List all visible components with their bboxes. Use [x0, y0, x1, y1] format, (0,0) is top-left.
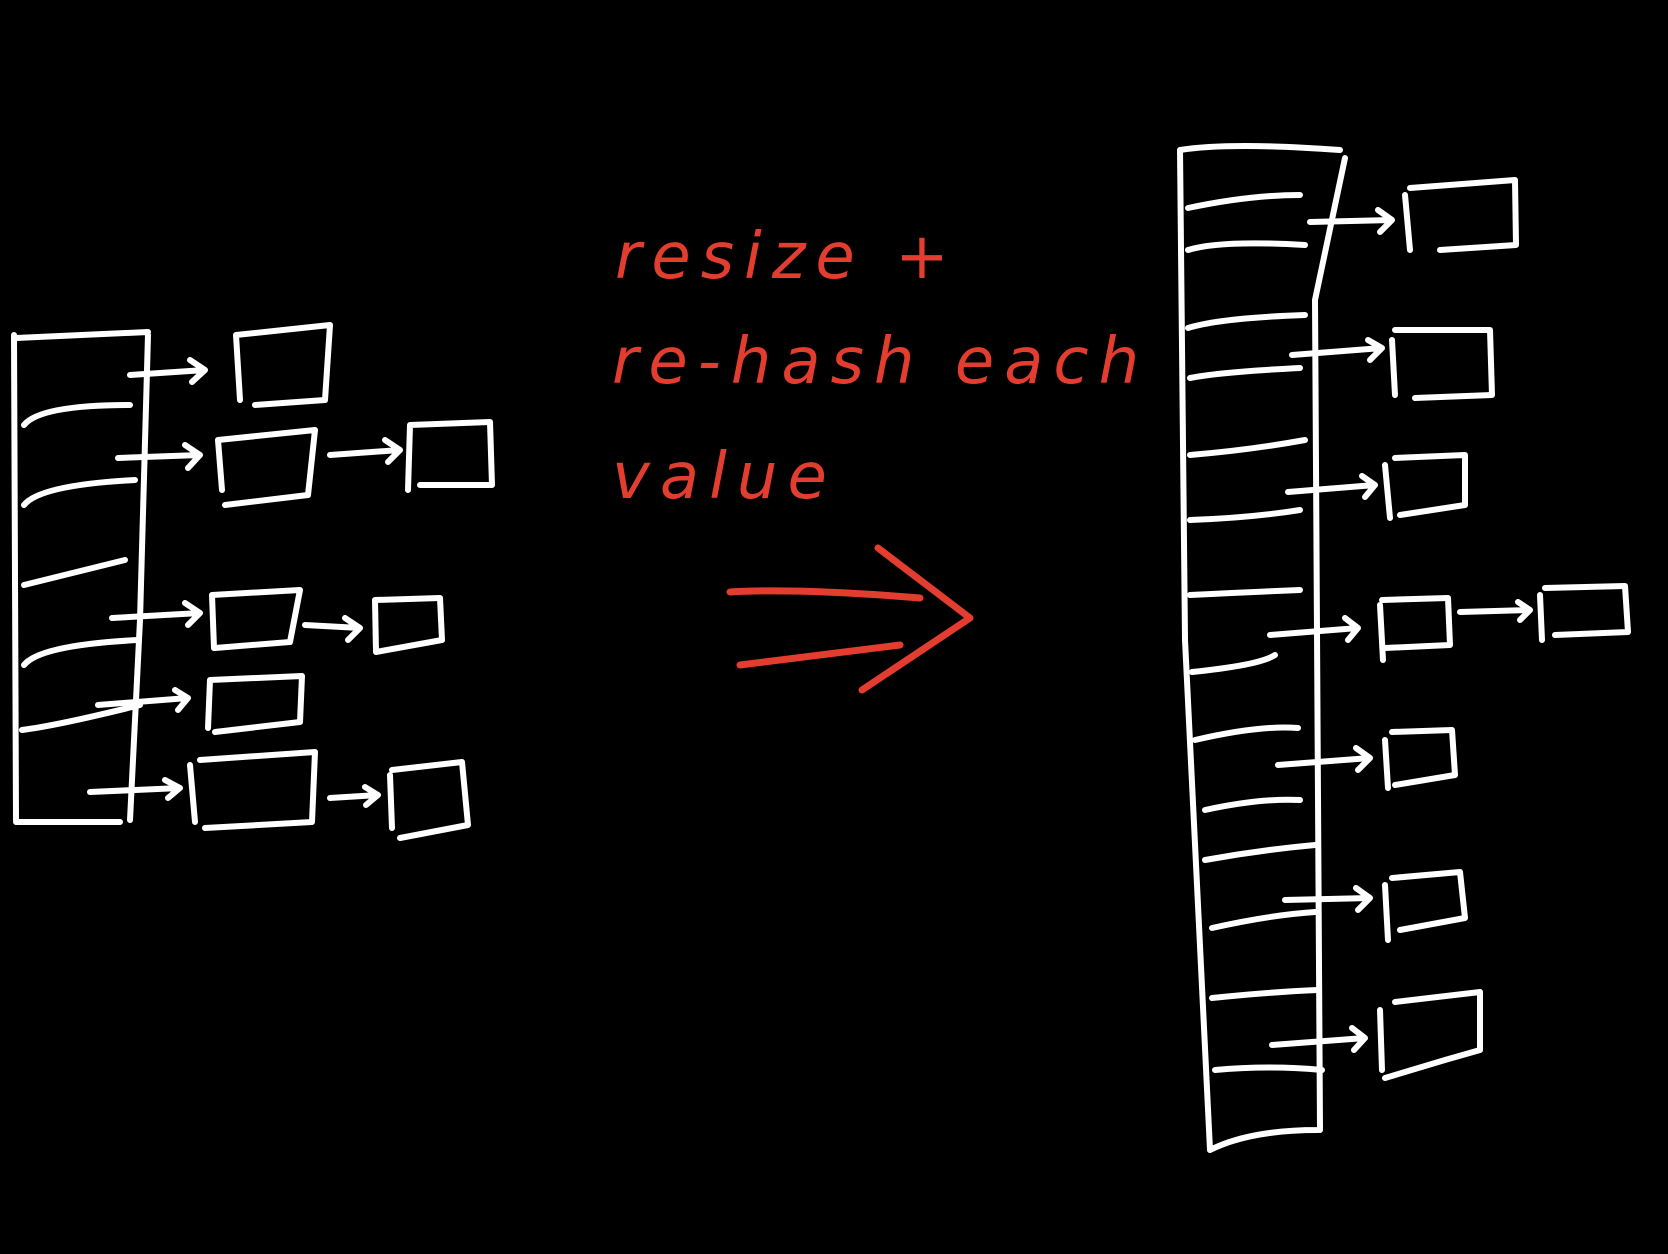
pointer-arrow — [115, 442, 203, 471]
chain-node — [187, 749, 318, 831]
original-bucket-divider — [21, 637, 141, 668]
pointer-arrow — [1282, 885, 1373, 913]
pointer-arrow — [1269, 1025, 1368, 1053]
chain-node — [1377, 989, 1483, 1081]
chain-node — [215, 427, 318, 508]
pointer-arrow — [109, 600, 203, 628]
chain-node — [405, 419, 495, 493]
chain-node — [1389, 327, 1495, 401]
resized-bucket-divider — [1185, 240, 1308, 253]
original-bucket-divider — [19, 702, 143, 733]
pointer-arrow — [127, 357, 208, 385]
resized-bucket-divider — [1209, 987, 1321, 1001]
resized-bucket-divider — [1187, 587, 1303, 598]
chain-node — [1402, 177, 1519, 253]
resized-bucket-divider — [1209, 909, 1318, 931]
chain-node — [205, 673, 305, 735]
resized-bucket-divider — [1187, 507, 1303, 523]
original-bucket-array — [11, 329, 151, 825]
annotation-line-2: re-hash each — [612, 325, 1150, 399]
pointer-arrow — [87, 777, 183, 801]
resized-bucket-divider — [1212, 1064, 1325, 1073]
pointer-arrow — [1267, 615, 1361, 643]
chain-node — [387, 759, 471, 841]
resized-bucket-array — [1177, 143, 1348, 1153]
annotation-line-3: value — [612, 440, 837, 514]
chain-node — [1537, 583, 1631, 643]
resized-bucket-divider — [1192, 724, 1301, 743]
pointer-arrow — [95, 687, 191, 713]
original-bucket-divider — [21, 477, 138, 508]
original-bucket-divider — [21, 557, 128, 588]
chain-node — [1382, 869, 1468, 943]
pointer-arrow — [1289, 337, 1385, 363]
resized-bucket-divider — [1187, 437, 1308, 458]
pointer-arrow — [1275, 745, 1373, 773]
resize-arrow-shaft-top — [726, 587, 924, 602]
chain-node — [1377, 595, 1453, 663]
resized-bucket-divider — [1202, 796, 1303, 813]
resized-bucket-divider — [1187, 365, 1303, 381]
original-bucket-divider — [21, 402, 133, 428]
resized-bucket-divider — [1202, 842, 1318, 863]
pointer-arrow — [1285, 473, 1378, 500]
resize-arrow-head — [858, 544, 974, 694]
chain-node — [1382, 452, 1468, 521]
chain-node — [209, 587, 303, 651]
pointer-arrow — [1457, 599, 1533, 623]
chain-node — [1382, 727, 1458, 791]
resize-arrow-shaft-bottom — [736, 641, 904, 669]
resized-bucket-divider — [1189, 652, 1278, 675]
chain-node — [372, 595, 445, 655]
annotation-line-1: resize + — [615, 220, 959, 294]
resized-bucket-divider — [1185, 192, 1303, 211]
pointer-arrow — [327, 784, 381, 808]
pointer-arrow — [327, 437, 403, 465]
pointer-arrow — [1307, 207, 1395, 235]
chain-node — [233, 322, 333, 408]
resized-bucket-divider — [1185, 312, 1308, 331]
pointer-arrow — [302, 615, 363, 643]
